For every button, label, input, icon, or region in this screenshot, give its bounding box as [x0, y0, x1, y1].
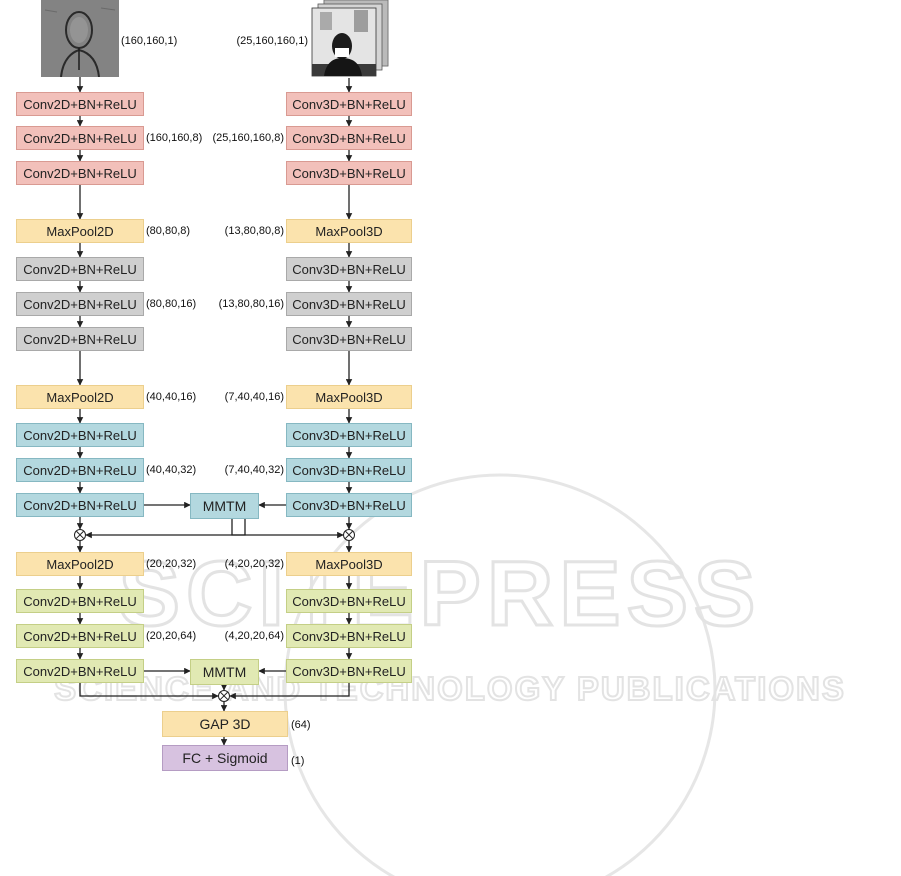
right-conv3d-block-3: Conv3D+BN+ReLU: [286, 161, 412, 185]
left-conv2d-block-2: Conv2D+BN+ReLU: [16, 126, 144, 150]
left-maxpool-2: MaxPool2D: [16, 385, 144, 409]
left-conv2d-block-8: Conv2D+BN+ReLU: [16, 458, 144, 482]
fc-shape-label: (1): [291, 755, 305, 767]
left-conv2d-block-12: Conv2D+BN+ReLU: [16, 659, 144, 683]
left-conv2d-block-9: Conv2D+BN+ReLU: [16, 493, 144, 517]
left-maxpool-3: MaxPool2D: [16, 552, 144, 576]
left-conv2d-block-11: Conv2D+BN+ReLU: [16, 624, 144, 648]
multiply-node-left: [74, 529, 86, 541]
right-conv3d-block-8: Conv3D+BN+ReLU: [286, 458, 412, 482]
fc-sigmoid-block: FC + Sigmoid: [162, 745, 288, 771]
left-maxpool-1: MaxPool2D: [16, 219, 144, 243]
right-shape-label: (7,40,40,32): [224, 464, 284, 476]
left-conv2d-block-3: Conv2D+BN+ReLU: [16, 161, 144, 185]
right-shape-label: (25,160,160,8): [212, 132, 284, 144]
multiply-node-right: [343, 529, 355, 541]
gap-shape-label: (64): [291, 719, 311, 731]
left-shape-label: (80,80,8): [146, 225, 191, 237]
video-frame-stack-icon: [311, 0, 389, 77]
right-conv3d-block-1: Conv3D+BN+ReLU: [286, 92, 412, 116]
right-conv3d-block-6: Conv3D+BN+ReLU: [286, 327, 412, 351]
right-input-shape: (25,160,160,1): [236, 35, 308, 47]
left-shape-label: (20,20,32): [146, 558, 197, 570]
mmtm-output-arrow: [231, 519, 344, 539]
right-conv3d-block-2: Conv3D+BN+ReLU: [286, 126, 412, 150]
left-shape-label: (40,40,32): [146, 464, 197, 476]
right-shape-label: (13,80,80,8): [224, 225, 284, 237]
multiply-node-head: [218, 690, 230, 702]
right-shape-label: (4,20,20,32): [224, 558, 284, 570]
right-maxpool-3: MaxPool3D: [286, 552, 412, 576]
left-conv2d-block-5: Conv2D+BN+ReLU: [16, 292, 144, 316]
right-merge-arrow: [229, 683, 350, 700]
left-conv2d-block-7: Conv2D+BN+ReLU: [16, 423, 144, 447]
left-conv2d-block-4: Conv2D+BN+ReLU: [16, 257, 144, 281]
left-conv2d-block-10: Conv2D+BN+ReLU: [16, 589, 144, 613]
right-conv3d-block-10: Conv3D+BN+ReLU: [286, 589, 412, 613]
left-merge-arrow: [79, 683, 219, 700]
left-input-shape: (160,160,1): [121, 35, 178, 47]
grayscale-face-icon: [41, 0, 119, 77]
right-conv3d-block-11: Conv3D+BN+ReLU: [286, 624, 412, 648]
right-shape-label: (4,20,20,64): [224, 630, 284, 642]
right-maxpool-2: MaxPool3D: [286, 385, 412, 409]
left-shape-label: (80,80,16): [146, 298, 197, 310]
mmtm-output-arrow: [85, 519, 246, 539]
right-shape-label: (13,80,80,16): [218, 298, 284, 310]
input-image-2d: [41, 0, 119, 77]
right-conv3d-block-4: Conv3D+BN+ReLU: [286, 257, 412, 281]
gap3d-block: GAP 3D: [162, 711, 288, 737]
right-conv3d-block-5: Conv3D+BN+ReLU: [286, 292, 412, 316]
left-conv2d-block-6: Conv2D+BN+ReLU: [16, 327, 144, 351]
input-video-3d: [310, 0, 390, 78]
mmtm-block-2: MMTM: [190, 659, 259, 685]
left-shape-label: (160,160,8): [146, 132, 203, 144]
right-conv3d-block-7: Conv3D+BN+ReLU: [286, 423, 412, 447]
right-conv3d-block-12: Conv3D+BN+ReLU: [286, 659, 412, 683]
right-maxpool-1: MaxPool3D: [286, 219, 412, 243]
right-shape-label: (7,40,40,16): [224, 391, 284, 403]
left-shape-label: (40,40,16): [146, 391, 197, 403]
left-shape-label: (20,20,64): [146, 630, 197, 642]
right-conv3d-block-9: Conv3D+BN+ReLU: [286, 493, 412, 517]
left-conv2d-block-1: Conv2D+BN+ReLU: [16, 92, 144, 116]
mmtm-block-1: MMTM: [190, 493, 259, 519]
